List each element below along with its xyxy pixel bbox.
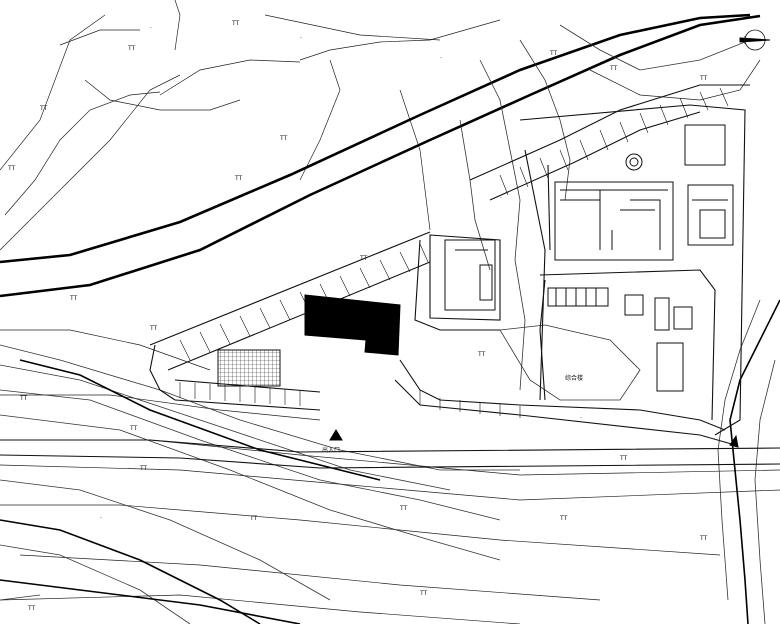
north-arrow-icon [739,29,771,51]
tank-row [547,287,609,307]
buildings [217,124,734,392]
svg-text:TT: TT [699,535,708,542]
svg-text:TT: TT [549,50,558,57]
svg-text:·: · [300,35,302,42]
process-building [554,181,674,261]
box-unit [673,306,693,330]
svg-text:TT: TT [19,395,28,402]
access-road [0,84,780,469]
spot-elevations: · · · · · · [100,25,582,522]
contour-lines [0,24,780,624]
svg-text:·: · [500,195,502,202]
vertical-unit [654,297,670,331]
svg-text:TT: TT [127,45,136,52]
svg-text:TT: TT [7,165,16,172]
highway [0,13,761,298]
svg-text:TT: TT [231,20,240,27]
pump-room [444,239,496,311]
svg-text:TT: TT [419,590,428,597]
svg-text:TT: TT [559,515,568,522]
circular-tank [625,153,643,171]
svg-text:·: · [100,515,102,522]
gate-label: 出入口 [322,446,340,454]
svg-text:TT: TT [279,135,288,142]
svg-text:·: · [440,55,442,62]
svg-text:TT: TT [359,255,368,262]
svg-text:TT: TT [249,515,258,522]
equipment-building [687,184,734,246]
long-unit [656,342,684,392]
site-compound [414,104,746,436]
svg-text:TT: TT [129,425,138,432]
svg-text:·: · [580,415,582,422]
main-building-block [304,294,401,356]
site-label: 综合楼 [565,374,583,382]
svg-text:TT: TT [399,505,408,512]
svg-text:TT: TT [609,65,618,72]
svg-text:·: · [150,25,152,32]
svg-text:TT: TT [27,605,36,612]
vegetation-symbols: TT TT TT TT TT TT TT TT TT TT TT TT TT T… [7,20,708,612]
svg-text:TT: TT [139,465,148,472]
small-shed [624,294,644,316]
svg-text:TT: TT [234,175,243,182]
svg-text:TT: TT [619,455,628,462]
triangle-survey-marker-icon [329,429,739,448]
svg-text:TT: TT [149,325,158,332]
svg-text:TT: TT [39,105,48,112]
svg-text:TT: TT [69,295,78,302]
svg-text:TT: TT [477,351,486,358]
hatched-structure [217,349,281,387]
svg-text:TT: TT [699,75,708,82]
